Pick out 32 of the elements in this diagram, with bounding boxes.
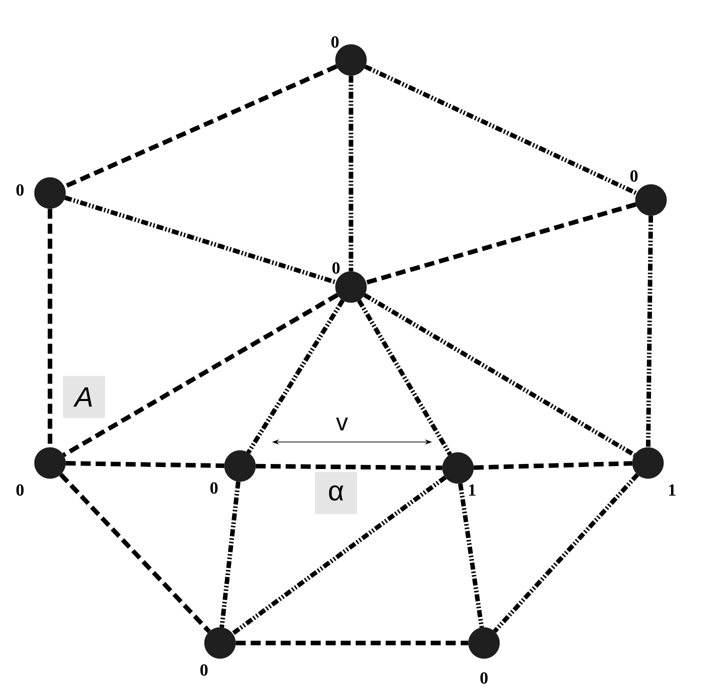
dashed-line [646, 216, 654, 448]
symbol-label: α [315, 472, 357, 514]
dashed-line [357, 299, 452, 456]
vertex-label: 0 [200, 664, 208, 676]
dashed-line [365, 202, 637, 285]
vertex-label: 1 [469, 484, 476, 496]
dashed-line [458, 483, 484, 628]
vertex-label: 0 [16, 484, 24, 496]
dashed-line [474, 461, 632, 470]
vertex-label: 0 [480, 672, 488, 684]
dashed-line [66, 461, 224, 468]
vertex-label: 1 [669, 484, 676, 496]
dashed-line [246, 299, 345, 454]
vertex-label: 0 [16, 184, 24, 196]
dashed-line [59, 472, 211, 634]
dashed-line [364, 64, 638, 196]
symbol-label: v [335, 416, 349, 432]
dashed-line [236, 640, 468, 646]
vertex-label: 0 [331, 36, 339, 48]
dashed-line [231, 475, 447, 636]
dashed-line [63, 64, 338, 189]
dashed-line [62, 292, 339, 458]
vertex-label: 0 [332, 262, 340, 274]
vertex-label: 0 [210, 482, 218, 494]
vertex-label: 0 [630, 170, 638, 182]
dashed-line [363, 293, 636, 457]
dashed-line [348, 76, 354, 272]
symbol-label: A [63, 376, 105, 418]
dashed-line [492, 473, 640, 633]
dashed-line [220, 481, 240, 628]
dashed-line [256, 464, 442, 470]
dashed-line [64, 196, 337, 284]
